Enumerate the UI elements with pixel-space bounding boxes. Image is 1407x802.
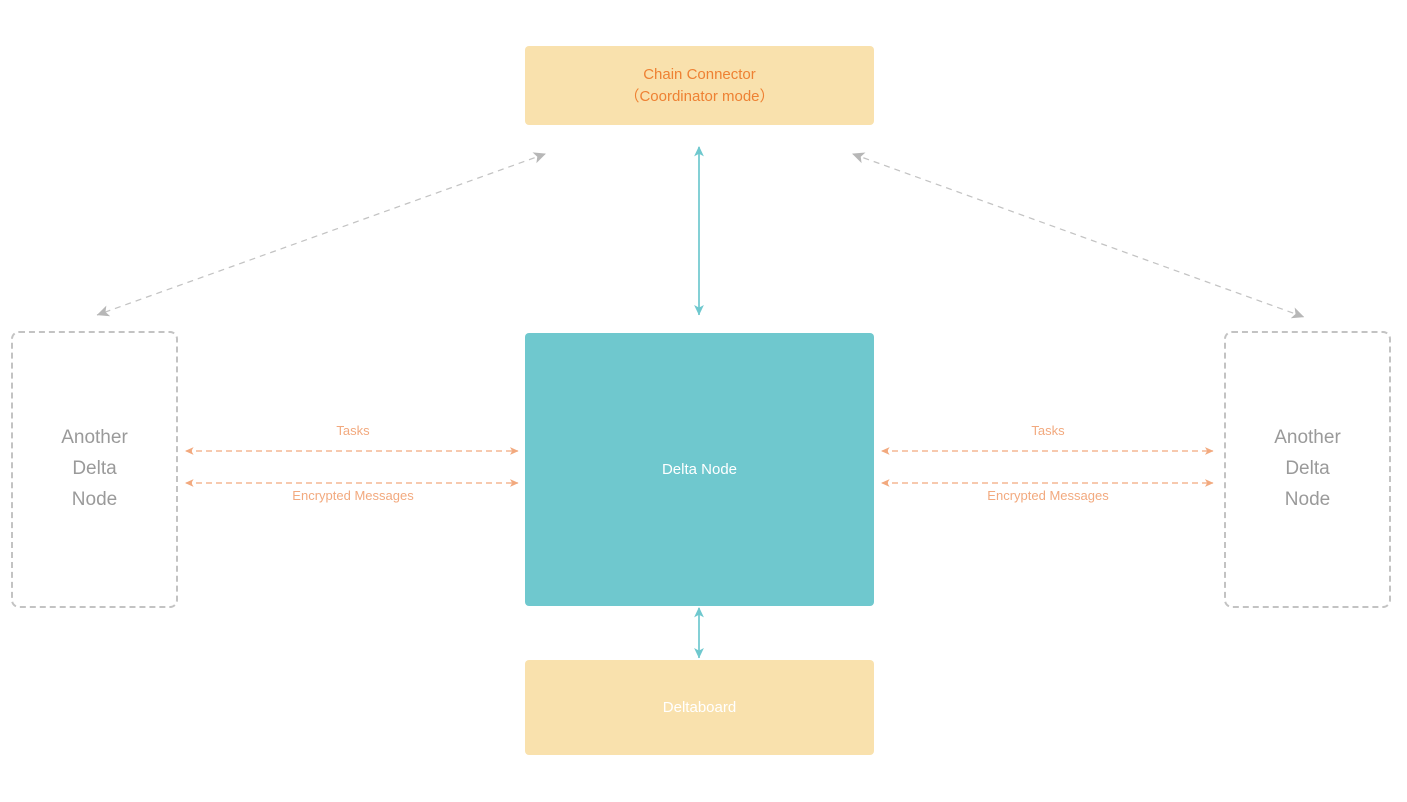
node-another-delta-node-right-label: Another Delta Node [1274,427,1341,510]
node-chain-connector-label: Chain Connector （Coordinator mode） [624,66,775,105]
edge-label-right-encrypted-messages: Encrypted Messages [987,488,1109,503]
node-another-delta-node-right[interactable]: Another Delta Node [1224,331,1391,608]
node-chain-connector[interactable]: Chain Connector （Coordinator mode） [525,46,874,125]
edge-connector-to-right-ghost [852,152,1305,319]
edge-label-left-encrypted-messages: Encrypted Messages [292,488,414,503]
edge-label-left-tasks: Tasks [336,423,370,438]
node-another-delta-node-left-label: Another Delta Node [61,427,128,510]
node-delta-node-label: Delta Node [661,460,738,478]
node-deltaboard-label: Deltaboard [662,698,737,716]
node-deltaboard[interactable]: Deltaboard [525,660,874,755]
node-delta-node[interactable]: Delta Node [525,333,874,606]
node-another-delta-node-left[interactable]: Another Delta Node [11,331,178,608]
edge-connector-to-left-ghost [96,152,546,317]
edge-label-right-tasks: Tasks [1031,423,1065,438]
